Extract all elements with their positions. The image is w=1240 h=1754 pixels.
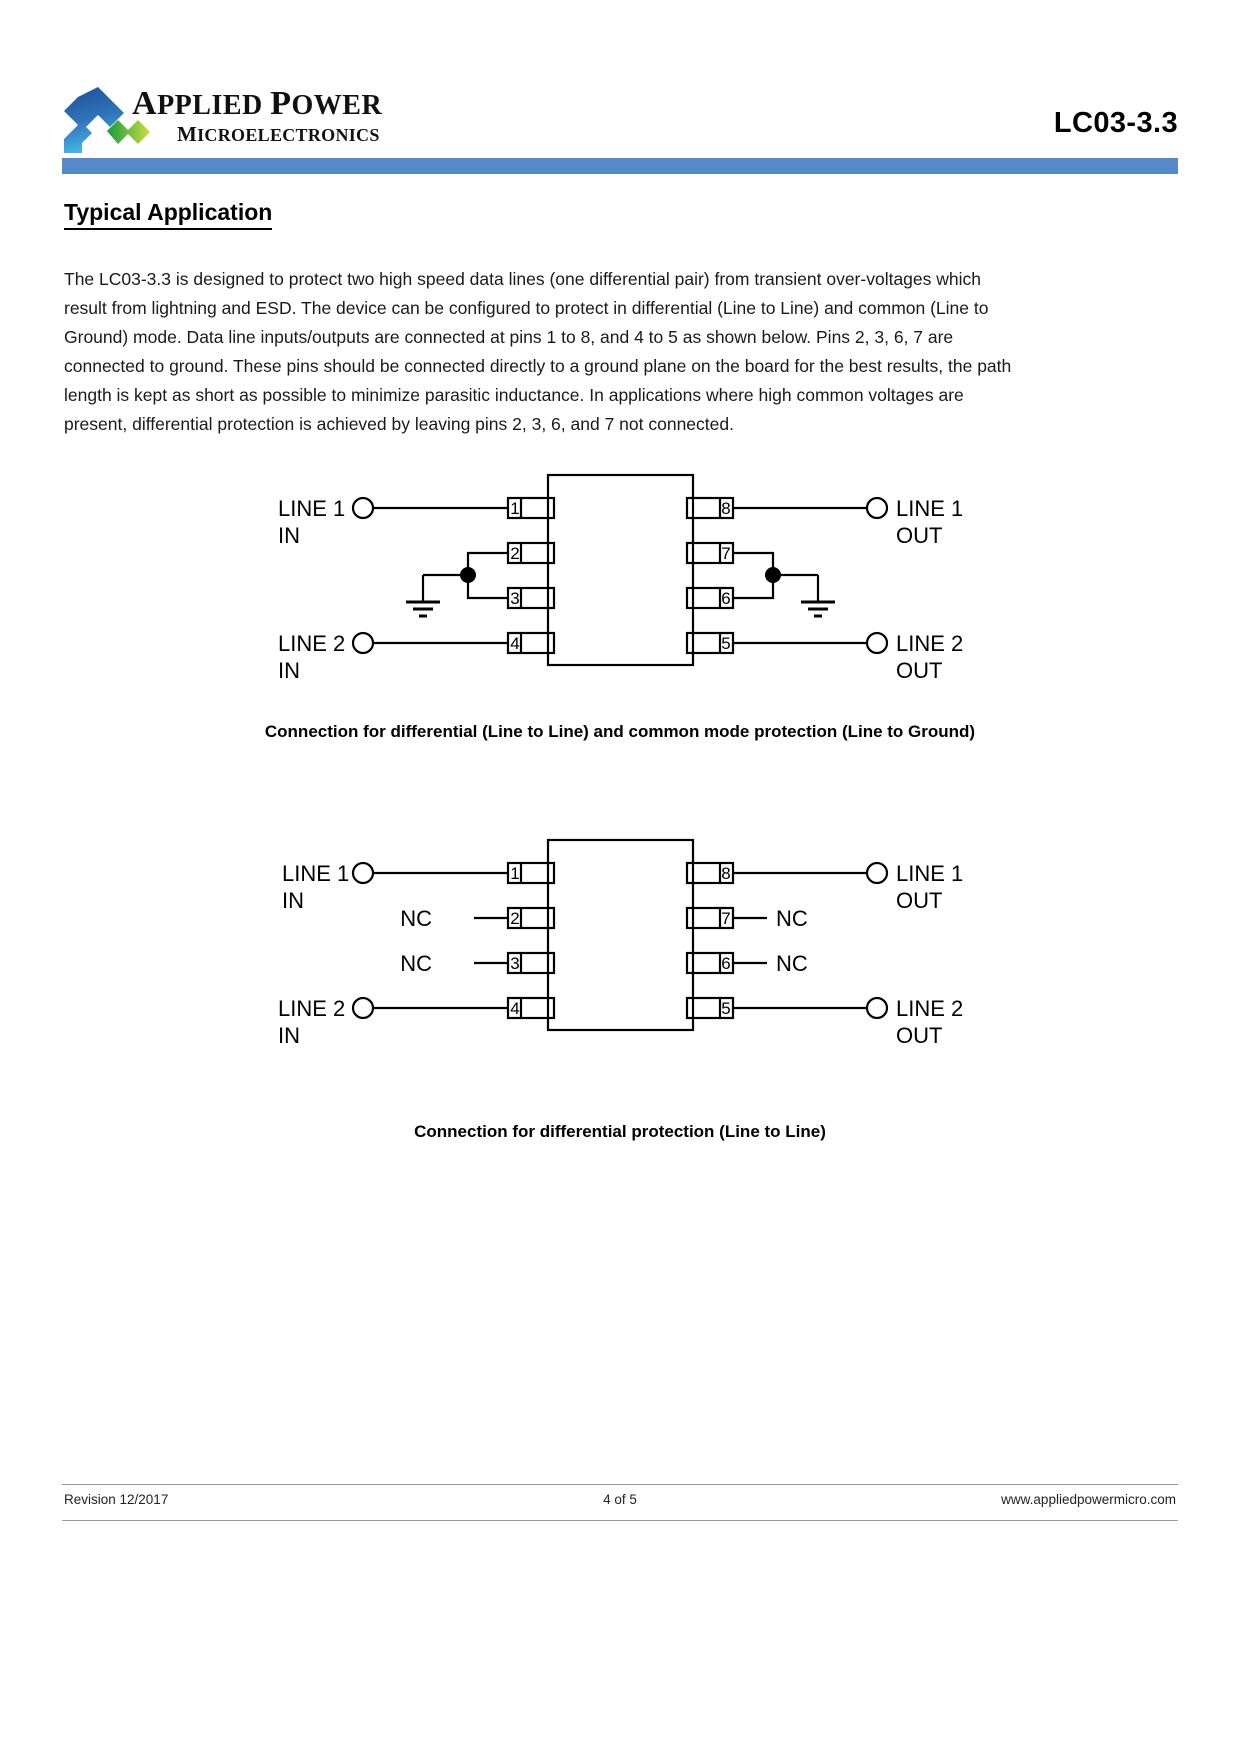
ic-body-1 — [546, 473, 695, 667]
pin-number-2: 2 — [510, 544, 519, 563]
diagram-1-svg: 1 2 3 4 8 7 6 5 LINE 1 IN LINE 2 IN LINE… — [278, 473, 963, 683]
logo-line-2: MICROELECTRONICS — [177, 122, 380, 146]
header-accent-bar — [62, 158, 1178, 174]
ground-symbol-left — [406, 600, 440, 618]
label-line2-out-2: OUT — [896, 1023, 942, 1048]
terminal-line1-out — [865, 861, 889, 885]
label-line1-out-2: OUT — [896, 523, 942, 548]
pin-number-8: 8 — [721, 864, 730, 883]
pin-number-4: 4 — [510, 634, 519, 653]
footer-divider-bottom — [62, 1520, 1178, 1521]
terminal-line2-out — [865, 996, 889, 1020]
footer-page-number: 4 of 5 — [603, 1492, 637, 1507]
terminal-line1-in — [351, 496, 375, 520]
circuit-diagram-common-mode: 1 2 3 4 8 7 6 5 LINE 1 IN LINE 2 IN LINE… — [0, 455, 1240, 700]
label-nc-right-bottom: NC — [776, 951, 808, 976]
diagram-1-caption: Connection for differential (Line to Lin… — [264, 722, 976, 741]
label-line1-out: LINE 1 — [896, 496, 963, 521]
diagram-2-svg: 1 2 3 4 8 7 6 5 LINE 1 IN LINE 2 IN LINE… — [278, 838, 963, 1048]
label-line1-out-2: OUT — [896, 888, 942, 913]
label-line2-in: LINE 2 — [278, 631, 345, 656]
pin-number-4: 4 — [510, 999, 519, 1018]
pin-number-6: 6 — [721, 589, 730, 608]
label-line2-out: LINE 2 — [896, 996, 963, 1021]
label-line1-in: LINE 1 — [278, 496, 345, 521]
pin-number-7: 7 — [721, 544, 730, 563]
label-line1-in-2: IN — [282, 888, 304, 913]
intro-paragraph: The LC03-3.3 is designed to protect two … — [64, 265, 1024, 439]
pin-number-2: 2 — [510, 909, 519, 928]
pin-number-3: 3 — [510, 589, 519, 608]
label-line1-in: LINE 1 — [282, 861, 349, 886]
label-line2-in: LINE 2 — [278, 996, 345, 1021]
pin-number-8: 8 — [721, 499, 730, 518]
company-logo: APPLIED POWER MICROELECTRONICS — [62, 85, 382, 155]
pin-number-5: 5 — [721, 999, 730, 1018]
label-line1-out: LINE 1 — [896, 861, 963, 886]
page-title: Typical Application — [64, 198, 273, 230]
footer-revision: Revision 12/2017 — [64, 1492, 169, 1507]
page-footer: Revision 12/2017 4 of 5 www.appliedpower… — [62, 1492, 1178, 1516]
label-line2-in-2: IN — [278, 1023, 300, 1048]
pin-number-1: 1 — [510, 864, 519, 883]
pin-number-6: 6 — [721, 954, 730, 973]
terminal-line1-out — [865, 496, 889, 520]
footer-divider-top — [62, 1484, 1178, 1485]
pin-number-7: 7 — [721, 909, 730, 928]
terminal-line2-in — [351, 631, 375, 655]
diagram-2-caption: Connection for differential protection (… — [414, 1122, 826, 1141]
pin-number-1: 1 — [510, 499, 519, 518]
logo-wordmark: APPLIED POWER MICROELECTRONICS — [132, 85, 383, 146]
page-header: APPLIED POWER MICROELECTRONICS LC03-3.3 — [62, 85, 1178, 180]
logo-mark-icon — [64, 87, 150, 153]
circuit-diagram-differential: 1 2 3 4 8 7 6 5 LINE 1 IN LINE 2 IN LINE… — [0, 820, 1240, 1065]
terminal-line1-in — [351, 861, 375, 885]
part-number: LC03-3.3 — [1053, 107, 1178, 139]
ground-symbol-right — [801, 600, 835, 618]
intro-paragraph-text: The LC03-3.3 is designed to protect two … — [64, 269, 1012, 434]
label-nc-left-top: NC — [400, 906, 432, 931]
terminal-line2-in — [351, 996, 375, 1020]
ic-body-2 — [546, 838, 695, 1032]
label-nc-right-top: NC — [776, 906, 808, 931]
junction-dot-left — [460, 567, 476, 583]
label-line2-out: LINE 2 — [896, 631, 963, 656]
junction-dot-right — [765, 567, 781, 583]
pin-number-3: 3 — [510, 954, 519, 973]
label-nc-left-bottom: NC — [400, 951, 432, 976]
label-line2-in-2: IN — [278, 658, 300, 683]
logo-line-1: APPLIED POWER — [132, 85, 383, 122]
terminal-line2-out — [865, 631, 889, 655]
label-line2-out-2: OUT — [896, 658, 942, 683]
pin-number-5: 5 — [721, 634, 730, 653]
footer-website[interactable]: www.appliedpowermicro.com — [1001, 1492, 1176, 1507]
label-line1-in-2: IN — [278, 523, 300, 548]
